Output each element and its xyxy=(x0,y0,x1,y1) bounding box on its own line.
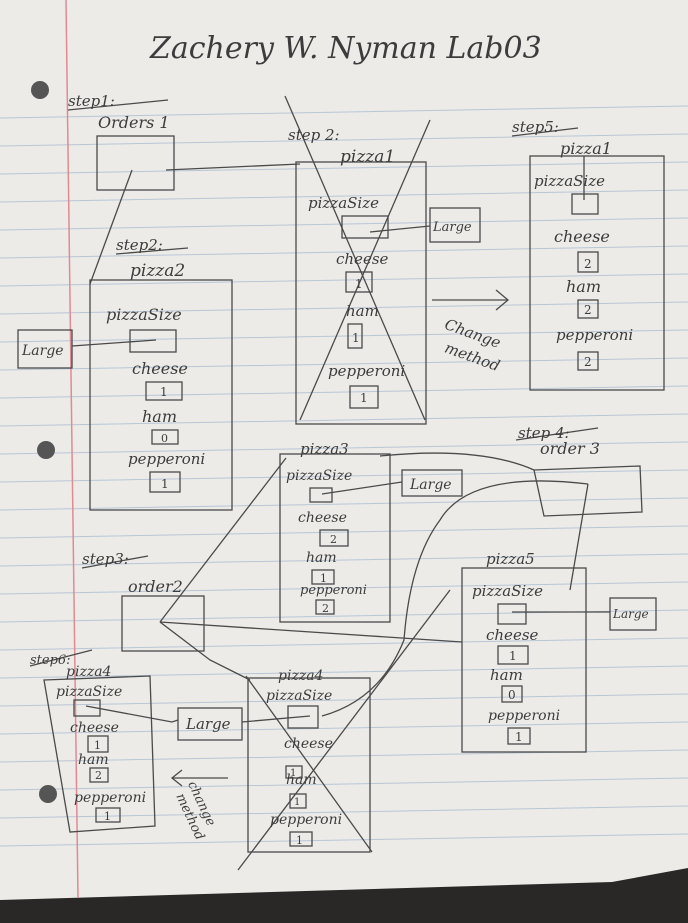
value-label: 2 xyxy=(584,303,592,317)
pizza4-old-title: pizza4 xyxy=(278,668,323,684)
large-box-pizza2 xyxy=(17,329,73,369)
value-label: 1 xyxy=(104,810,111,823)
field-label: pizzaSize xyxy=(534,172,605,190)
field-label: cheese xyxy=(554,227,610,246)
step5-label: step5: xyxy=(512,118,559,136)
large-box-pizza5 xyxy=(609,597,657,631)
pizza3-title: pizza3 xyxy=(300,440,349,458)
step4-label: step 4: xyxy=(518,424,570,442)
value-label: 1 xyxy=(296,834,303,847)
field-label: pizzaSize xyxy=(106,305,182,324)
field-label: cheese xyxy=(298,510,347,526)
field-label: pepperoni xyxy=(270,812,342,828)
pizza1-old-title: pizza1 xyxy=(340,147,395,167)
field-label: pepperoni xyxy=(74,790,146,806)
pizza3-box xyxy=(279,453,391,623)
field-label: cheese xyxy=(486,626,539,644)
pizza2-title: pizza2 xyxy=(130,261,185,281)
value-label: 1 xyxy=(290,768,296,779)
field-label: pizzaSize xyxy=(472,582,543,600)
large-label: Large xyxy=(185,715,231,733)
field-label: ham xyxy=(566,277,601,296)
order2-label: order2 xyxy=(128,577,183,596)
value-label: 1 xyxy=(294,797,300,808)
field-label: ham xyxy=(490,666,523,684)
value-label: 1 xyxy=(355,277,363,291)
value-label: 2 xyxy=(322,602,329,615)
large-box-pizza4 xyxy=(177,707,243,741)
ruled-lines xyxy=(0,105,688,847)
punch-hole-middle xyxy=(37,441,55,459)
order2-box xyxy=(121,595,205,652)
order3-box xyxy=(533,465,643,517)
field-label: ham xyxy=(306,550,337,566)
large-box-pizza3 xyxy=(401,469,463,497)
value-label: 1 xyxy=(515,730,523,744)
field-label: pepperoni xyxy=(328,362,405,380)
step2-label-a: step 2: xyxy=(288,126,340,144)
pizza4-new-title: pizza4 xyxy=(66,664,111,680)
order1-box xyxy=(96,135,175,191)
value-label: 2 xyxy=(330,533,337,546)
field-label: cheese xyxy=(336,250,389,268)
value-label: 2 xyxy=(584,355,592,369)
value-label: 1 xyxy=(320,572,327,585)
value-label: 1 xyxy=(352,331,360,345)
large-label: Large xyxy=(432,220,472,235)
field-label: pizzaSize xyxy=(286,468,352,484)
large-label: Large xyxy=(21,343,64,359)
pizza5-title: pizza5 xyxy=(486,550,535,568)
value-label: 2 xyxy=(95,769,102,782)
step3-label: step3: xyxy=(82,550,129,568)
field-label: pizzaSize xyxy=(266,688,332,704)
step6-label: step6: xyxy=(30,653,71,668)
margin-line xyxy=(65,0,79,899)
value-label: 1 xyxy=(360,391,368,405)
field-label: pepperoni xyxy=(300,583,367,598)
order1-label: Orders 1 xyxy=(98,113,170,132)
punch-hole-bottom xyxy=(39,785,57,803)
pizza5-box xyxy=(461,567,587,753)
field-label: ham xyxy=(78,752,109,768)
field-label: cheese xyxy=(70,720,119,736)
large-label: Large xyxy=(612,607,649,621)
pizza1-new-box xyxy=(529,155,665,391)
field-label: ham xyxy=(142,407,177,426)
pizza4-old-box xyxy=(247,677,371,853)
step1-label: step1: xyxy=(68,92,115,110)
field-label: pizzaSize xyxy=(56,684,122,700)
value-label: 1 xyxy=(509,649,517,663)
pizza4-new-box xyxy=(43,675,156,833)
pizza1-new-title: pizza1 xyxy=(560,139,612,158)
large-box-pizza1-old xyxy=(429,207,481,243)
sketch-lines xyxy=(17,95,665,871)
field-label: cheese xyxy=(284,736,333,752)
field-label: ham xyxy=(286,772,317,788)
field-label: pepperoni xyxy=(488,708,560,724)
value-label: 2 xyxy=(584,257,592,271)
punch-hole-top xyxy=(31,81,49,99)
field-label: pizzaSize xyxy=(308,194,379,212)
pizza1-old-box xyxy=(295,161,427,425)
value-label: 0 xyxy=(508,688,516,702)
value-label: 0 xyxy=(161,432,168,445)
pizza2-box xyxy=(89,279,233,511)
field-label: cheese xyxy=(132,359,188,378)
large-label: Large xyxy=(409,477,452,493)
value-label: 1 xyxy=(160,385,168,399)
step2-label-b: step2: xyxy=(116,236,163,254)
value-label: 1 xyxy=(161,477,169,491)
field-label: ham xyxy=(346,302,379,320)
order3-label: order 3 xyxy=(540,439,600,458)
page-title: Zachery W. Nyman Lab03 xyxy=(149,31,542,66)
field-label: pepperoni xyxy=(556,326,633,344)
value-label: 1 xyxy=(94,739,101,752)
field-label: pepperoni xyxy=(128,450,205,468)
